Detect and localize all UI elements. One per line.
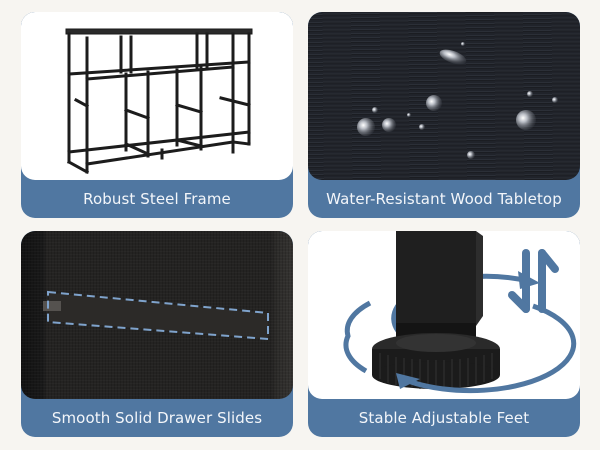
feature-label: Water-Resistant Wood Tabletop <box>326 190 562 208</box>
feature-card-water-resistant: Water-Resistant Wood Tabletop <box>308 12 580 218</box>
steel-frame-image <box>21 12 293 180</box>
feature-label: Robust Steel Frame <box>83 190 231 208</box>
feature-card-steel-frame: Robust Steel Frame <box>21 12 293 218</box>
wood-tabletop-image <box>308 12 580 180</box>
feature-label: Stable Adjustable Feet <box>358 409 530 427</box>
water-droplets-icon <box>357 42 558 159</box>
adjustable-foot-image <box>308 231 580 399</box>
feature-label: Smooth Solid Drawer Slides <box>51 409 263 427</box>
leveling-foot-icon <box>343 231 577 394</box>
drawer-slide-highlight-icon <box>43 290 269 341</box>
drawer-slide-image <box>21 231 293 399</box>
feature-card-adjustable-feet: Stable Adjustable Feet <box>308 231 580 437</box>
feature-card-drawer-slides: Smooth Solid Drawer Slides <box>21 231 293 437</box>
console-table-frame-icon <box>65 28 253 175</box>
